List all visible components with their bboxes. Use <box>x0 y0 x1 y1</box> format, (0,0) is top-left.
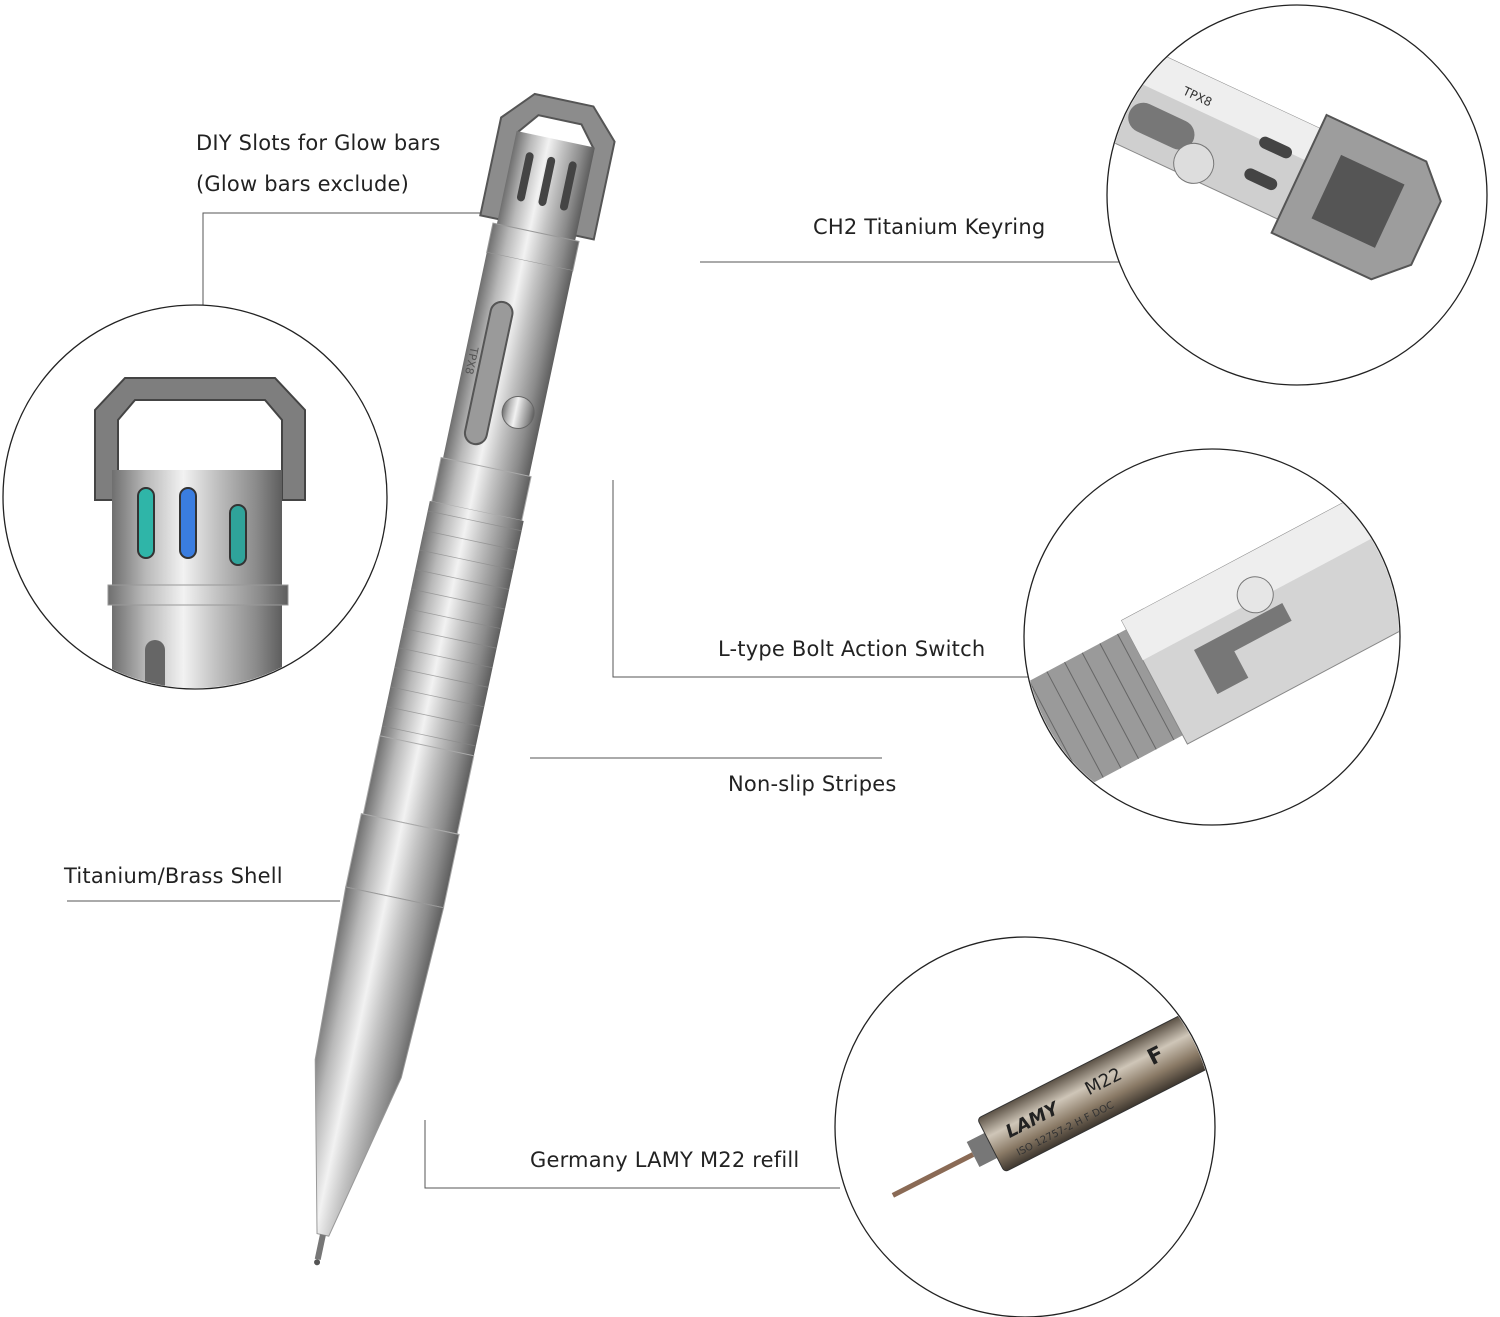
callout-glow-slots-note: (Glow bars exclude) <box>196 172 409 196</box>
pen-main-image: TPX8 <box>314 92 616 1266</box>
callout-stripes: Non-slip Stripes <box>728 772 897 796</box>
keyring-detail-image: TPX8 <box>1108 39 1442 281</box>
leader-lines <box>67 212 1120 1189</box>
glow-slots-detail-image <box>94 377 306 688</box>
callout-shell: Titanium/Brass Shell <box>64 864 283 888</box>
refill-detail-image: LAMY M22 F ISO 12757-2 H F DOC <box>891 1010 1214 1198</box>
callout-refill: Germany LAMY M22 refill <box>530 1148 800 1172</box>
callout-keyring: CH2 Titanium Keyring <box>813 215 1046 239</box>
callout-bolt-switch: L-type Bolt Action Switch <box>718 637 986 661</box>
model-engraving: TPX8 <box>462 345 481 376</box>
callout-glow-slots: DIY Slots for Glow bars <box>196 131 441 155</box>
